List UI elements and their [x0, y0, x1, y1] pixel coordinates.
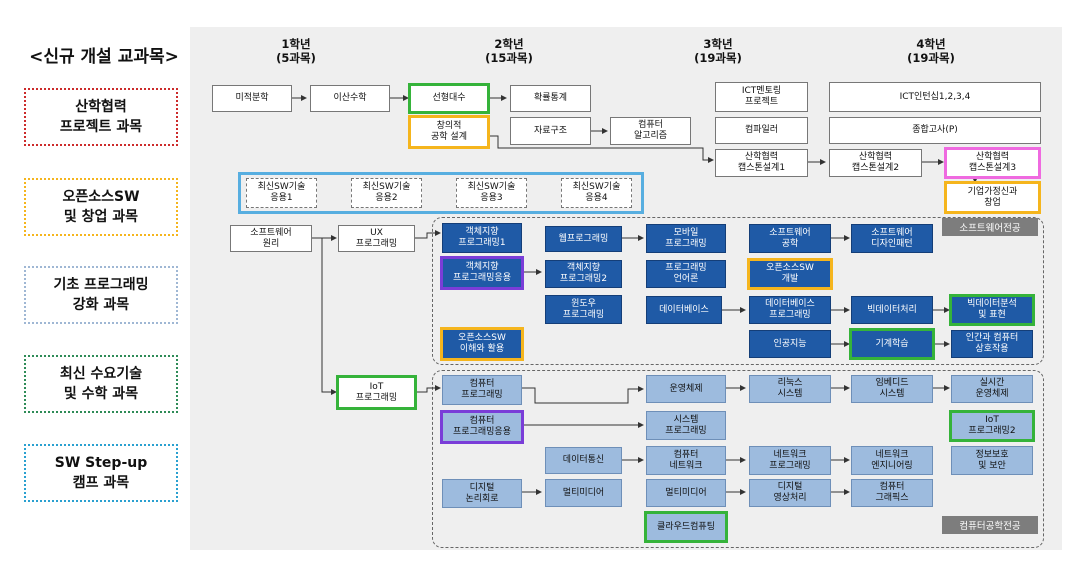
course-realtime-os: 실시간 운영체제 [951, 375, 1033, 403]
course-operating-systems: 운영체제 [646, 375, 726, 403]
course-big-data-processing: 빅데이터처리 [851, 296, 933, 324]
course-linux-systems: 리눅스 시스템 [749, 375, 831, 403]
course-database-programming: 데이터베이스 프로그래밍 [749, 296, 831, 324]
course-multimedia-1: 멀티미디어 [545, 479, 622, 507]
course-probability-statistics: 확률통계 [510, 85, 591, 112]
course-network-programming: 네트워크 프로그래밍 [749, 446, 831, 475]
course-ict-internship: ICT인턴십1,2,3,4 [829, 82, 1041, 112]
course-hci: 인간과 컴퓨터 상호작용 [951, 330, 1033, 358]
course-capstone-3: 산학협력 캡스톤설계3 [946, 149, 1039, 177]
course-ai: 인공지능 [749, 330, 831, 358]
software-track-region [432, 217, 1044, 365]
track-tag-computer: 컴퓨터공학전공 [942, 516, 1038, 534]
course-capstone-1: 산학협력 캡스톤설계1 [715, 149, 808, 177]
legend-item-sw-stepup: SW Step-up 캠프 과목 [24, 444, 178, 502]
course-software-engineering: 소프트웨어 공학 [749, 224, 831, 253]
course-latest-sw-1: 최신SW기술 응용1 [246, 178, 317, 208]
course-entrepreneurship: 기업가정신과 창업 [946, 183, 1039, 212]
legend-item-new-tech-math: 최신 수요기술 및 수학 과목 [24, 355, 178, 413]
legend-item-opensource-startup: 오픈소스SW 및 창업 과목 [24, 178, 178, 236]
course-computer-programming-applied: 컴퓨터 프로그래밍응용 [442, 412, 522, 442]
course-database: 데이터베이스 [646, 296, 722, 324]
course-embedded-systems: 임베디드 시스템 [851, 375, 933, 403]
course-oop-1: 객체지향 프로그래밍1 [442, 223, 522, 253]
course-system-programming: 시스템 프로그래밍 [646, 411, 726, 440]
course-oop-2: 객체지향 프로그래밍2 [545, 260, 622, 288]
course-computer-algorithms: 컴퓨터 알고리즘 [610, 117, 691, 145]
course-multimedia-2: 멀티미디어 [646, 479, 726, 507]
course-computer-graphics: 컴퓨터 그래픽스 [851, 479, 933, 507]
course-computer-networks: 컴퓨터 네트워크 [646, 446, 726, 475]
course-mobile-programming: 모바일 프로그래밍 [646, 224, 726, 253]
legend-item-basic-programming: 기초 프로그래밍 강화 과목 [24, 266, 178, 324]
course-network-engineering: 네트워크 엔지니어링 [851, 446, 933, 475]
year-header-4: 4학년 (19과목) [907, 37, 955, 65]
course-calculus: 미적분학 [212, 85, 292, 112]
course-ux-programming: UX 프로그래밍 [338, 225, 415, 252]
course-cloud-computing: 클라우드컴퓨팅 [646, 513, 726, 541]
course-compiler: 컴파일러 [715, 117, 808, 144]
course-oop-applied: 객체지향 프로그래밍응용 [442, 258, 522, 288]
course-linear-algebra: 선형대수 [410, 85, 488, 112]
course-programming-languages: 프로그래밍 언어론 [646, 260, 726, 288]
legend-title: <신규 개설 교과목> [29, 47, 179, 67]
course-discrete-math: 이산수학 [310, 85, 390, 112]
year-header-3: 3학년 (19과목) [694, 37, 742, 65]
course-computer-programming: 컴퓨터 프로그래밍 [442, 375, 522, 405]
course-latest-sw-4: 최신SW기술 응용4 [561, 178, 632, 208]
course-design-patterns: 소프트웨어 디자인패턴 [851, 224, 933, 253]
year-header-1: 1학년 (5과목) [276, 37, 316, 65]
course-data-structures: 자료구조 [510, 117, 591, 145]
course-iot-programming: IoT 프로그래밍 [338, 377, 415, 408]
course-latest-sw-2: 최신SW기술 응용2 [351, 178, 422, 208]
course-ict-mentoring: ICT멘토링 프로젝트 [715, 82, 808, 112]
course-latest-sw-3: 최신SW기술 응용3 [456, 178, 527, 208]
course-opensource-understanding: 오픈소스SW 이해와 활용 [442, 329, 522, 359]
track-tag-software: 소프트웨어전공 [942, 218, 1038, 236]
course-windows-programming: 윈도우 프로그래밍 [545, 295, 622, 324]
course-digital-image-processing: 디지털 영상처리 [749, 479, 831, 507]
course-comprehensive-exam: 종합고사(P) [829, 117, 1041, 144]
course-capstone-2: 산학협력 캡스톤설계2 [829, 149, 922, 177]
course-data-communication: 데이터통신 [545, 447, 622, 474]
course-software-principles: 소프트웨어 원리 [230, 225, 312, 252]
course-iot-programming-2: IoT 프로그래밍2 [951, 412, 1033, 440]
course-web-programming: 웹프로그래밍 [545, 226, 622, 252]
course-info-security: 정보보호 및 보안 [951, 446, 1033, 475]
course-opensource-dev: 오픈소스SW 개발 [749, 260, 831, 288]
computer-track-region [432, 370, 1044, 548]
course-machine-learning: 기계학습 [851, 330, 933, 358]
year-header-2: 2학년 (15과목) [485, 37, 533, 65]
legend-item-industry-project: 산학협력 프로젝트 과목 [24, 88, 178, 146]
course-creative-design: 창의적 공학 설계 [410, 117, 488, 147]
course-digital-logic: 디지털 논리회로 [442, 479, 522, 508]
course-big-data-analysis: 빅데이터분석 및 표현 [951, 296, 1033, 324]
